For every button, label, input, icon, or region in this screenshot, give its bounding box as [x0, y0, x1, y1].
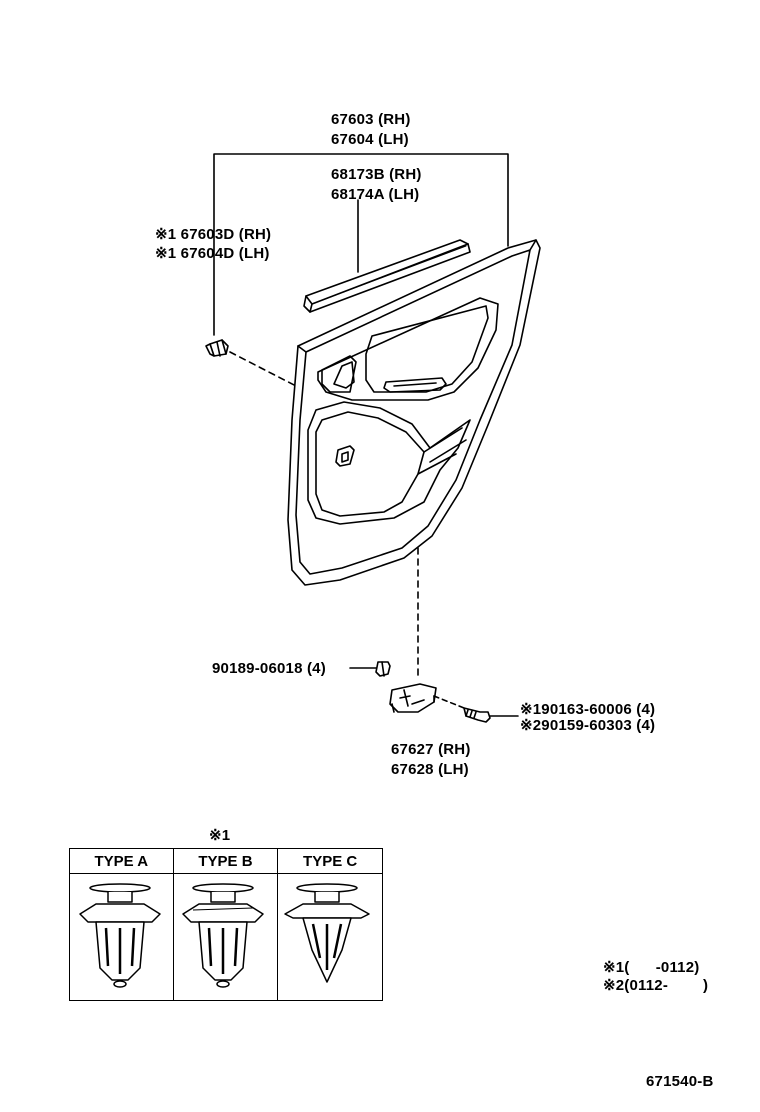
label-weatherstrip-lh: 68174A (LH): [331, 186, 420, 203]
label-screw: 90189-06018 (4): [212, 660, 326, 677]
type-a-header: TYPE A: [69, 848, 174, 874]
label-bolt-1: ※190163-60006 (4): [520, 701, 656, 718]
bolt-90163: [463, 707, 519, 723]
type-b-header: TYPE B: [172, 848, 279, 874]
type-b-cell: [172, 873, 279, 1001]
type-c-cell: [277, 873, 383, 1001]
label-clip-rh: ※1 67603D (RH): [155, 226, 272, 243]
label-bracket-rh: 67627 (RH): [391, 741, 471, 758]
diagram-id: 671540-B: [646, 1073, 714, 1090]
type-c-header: TYPE C: [277, 848, 383, 874]
clip-type-table: TYPE A TYPE B TYPE C: [69, 848, 383, 1001]
clip-dash-line: [229, 351, 297, 387]
type-a-cell: [69, 873, 174, 1001]
footnote-2: ※2(0112- ): [603, 977, 709, 994]
label-trim-board-lh: 67604 (LH): [331, 131, 409, 148]
weatherstrip: [303, 239, 471, 313]
label-trim-board-rh: 67603 (RH): [331, 111, 411, 128]
label-weatherstrip-rh: 68173B (RH): [331, 166, 422, 183]
door-trim-board: [287, 239, 541, 586]
bolt-dash-line: [433, 695, 465, 709]
label-bracket-lh: 67628 (LH): [391, 761, 469, 778]
footnote-1: ※1( -0112): [603, 959, 700, 976]
bracket-67627: [389, 683, 437, 713]
label-clip-lh: ※1 67604D (LH): [155, 245, 270, 262]
clip-table-note-mark: ※1: [209, 827, 231, 844]
label-bolt-2: ※290159-60303 (4): [520, 717, 656, 734]
leader-trim-board: [213, 153, 509, 336]
trim-clip: [205, 339, 229, 357]
screw-90189: [349, 661, 391, 677]
